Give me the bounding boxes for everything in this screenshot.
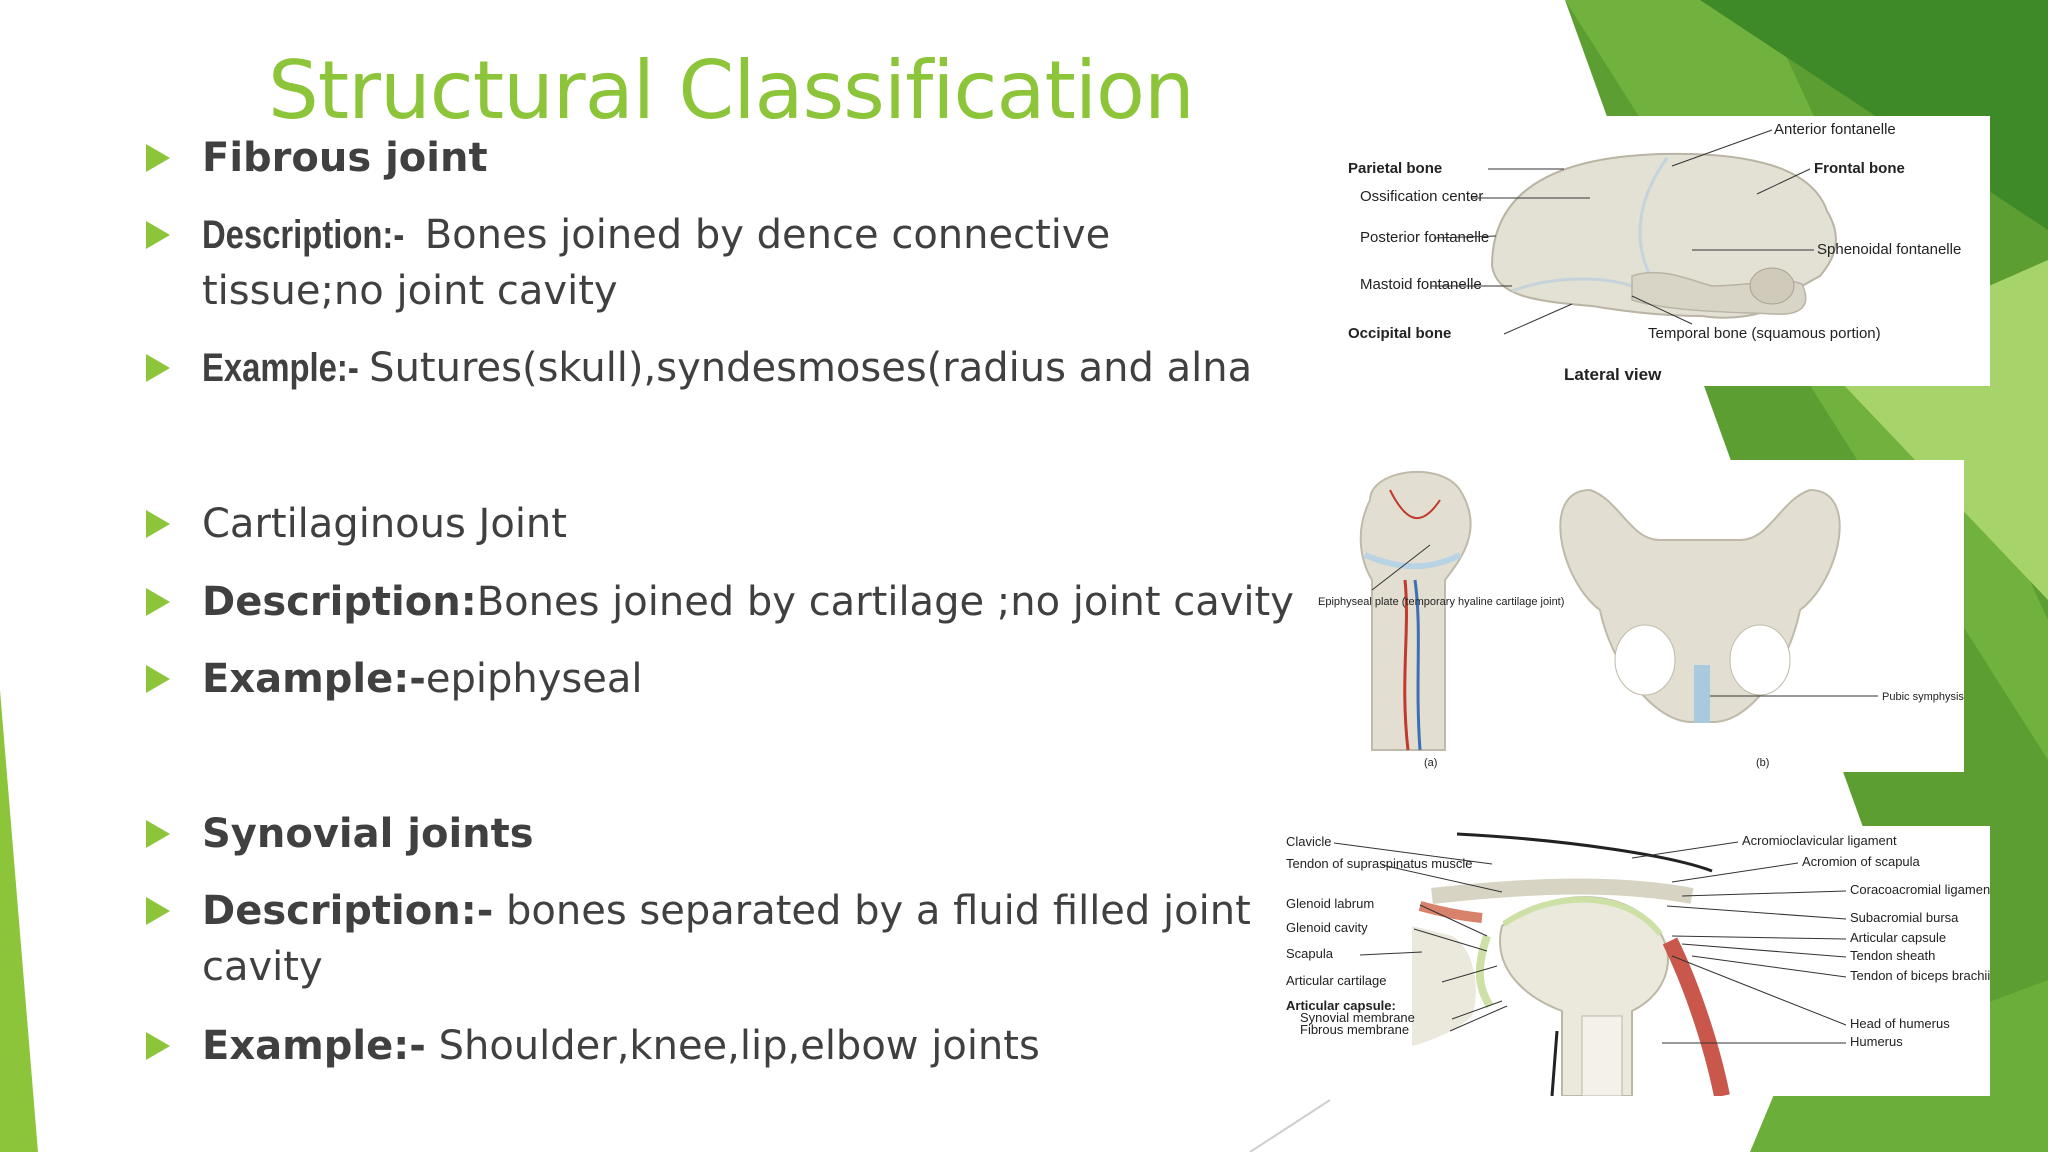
- label-supraspinatus: Tendon of supraspinatus muscle: [1286, 856, 1472, 871]
- example-label: Example:-: [202, 656, 426, 702]
- heading-cartilaginous: Cartilaginous Joint: [202, 501, 567, 547]
- skull-illustration: Anterior fontanelle Parietal bone Fronta…: [1348, 121, 1961, 384]
- label-sphenoidal-fontanelle: Sphenoidal fontanelle: [1817, 241, 1961, 258]
- bullet-synovial-example: Example:- Shoulder,knee,lip,elbow joints: [140, 1018, 1300, 1074]
- label-articular-cartilage: Articular cartilage: [1286, 973, 1386, 988]
- label-glenoid-labrum: Glenoid labrum: [1286, 896, 1374, 911]
- shoulder-figure: Clavicle Tendon of supraspinatus muscle …: [1272, 826, 1990, 1096]
- label-articular-capsule: Articular capsule: [1850, 930, 1946, 945]
- heading-fibrous: Fibrous joint: [202, 135, 488, 181]
- bullet-arrow-icon: [146, 221, 170, 249]
- label-anterior-fontanelle: Anterior fontanelle: [1774, 121, 1896, 138]
- label-acromion: Acromion of scapula: [1802, 854, 1921, 869]
- bullet-fibrous-example: Example:-Sutures(skull),syndesmoses(radi…: [140, 340, 1300, 396]
- label-scapula: Scapula: [1286, 946, 1334, 961]
- bullet-cartilaginous-description: Description:Bones joined by cartilage ;n…: [140, 574, 1300, 630]
- label-biceps-tendon: Tendon of biceps brachii muscles (long h…: [1850, 968, 1990, 983]
- label-articular-capsule-group: Articular capsule:: [1286, 998, 1396, 1013]
- label-humerus: Humerus: [1850, 1034, 1903, 1049]
- bullet-cartilaginous-heading: Cartilaginous Joint: [140, 496, 1300, 552]
- description-label: Description:-: [202, 888, 494, 934]
- label-ossification-center: Ossification center: [1360, 188, 1483, 205]
- caption-b: (b): [1756, 757, 1769, 769]
- bullet-arrow-icon: [146, 897, 170, 925]
- bullet-synovial-heading: Synovial joints: [140, 806, 1300, 862]
- description-label: Description:-: [202, 213, 405, 257]
- label-posterior-fontanelle: Posterior fontanelle: [1360, 229, 1489, 246]
- example-text: Shoulder,knee,lip,elbow joints: [425, 1023, 1040, 1069]
- bullet-arrow-icon: [146, 665, 170, 693]
- bullet-arrow-icon: [146, 510, 170, 538]
- label-tendon-sheath: Tendon sheath: [1850, 948, 1935, 963]
- label-epiphyseal-plate: Epiphyseal plate (temporary hyaline cart…: [1318, 596, 1564, 608]
- bullet-fibrous-description: Description:-Bones joined by dence conne…: [140, 207, 1300, 319]
- example-label: Example:-: [202, 346, 359, 390]
- slide-title: Structural Classification: [268, 44, 1195, 137]
- label-parietal-bone: Parietal bone: [1348, 160, 1442, 177]
- cartilage-illustration: Epiphyseal plate (temporary hyaline cart…: [1318, 470, 1964, 769]
- bullet-arrow-icon: [146, 820, 170, 848]
- label-subacromial-bursa: Subacromial bursa: [1850, 910, 1959, 925]
- bullet-fibrous-heading: Fibrous joint: [140, 130, 1300, 186]
- skull-figure: Anterior fontanelle Parietal bone Fronta…: [1332, 116, 1990, 386]
- left-green-sliver: [0, 690, 38, 1152]
- label-acromioclavicular: Acromioclavicular ligament: [1742, 833, 1897, 848]
- label-frontal-bone: Frontal bone: [1814, 160, 1905, 177]
- description-text: Bones joined by dence connective tissue;…: [202, 212, 1111, 314]
- shoulder-illustration: Clavicle Tendon of supraspinatus muscle …: [1286, 832, 1990, 1096]
- caption-lateral-view: Lateral view: [1564, 365, 1662, 384]
- label-fibrous-membrane: Fibrous membrane: [1300, 1022, 1409, 1037]
- description-text: bones separated by a fluid filled joint …: [202, 888, 1251, 990]
- label-glenoid-cavity: Glenoid cavity: [1286, 920, 1368, 935]
- label-occipital-bone: Occipital bone: [1348, 325, 1451, 342]
- bullet-arrow-icon: [146, 144, 170, 172]
- bullet-arrow-icon: [146, 588, 170, 616]
- bullet-arrow-icon: [146, 354, 170, 382]
- thin-line: [1249, 1099, 1331, 1152]
- label-clavicle: Clavicle: [1286, 834, 1332, 849]
- bullet-synovial-description: Description:- bones separated by a fluid…: [140, 883, 1300, 995]
- cartilage-figure: Epiphyseal plate (temporary hyaline cart…: [1310, 460, 1964, 772]
- label-coracoacromial: Coracoacromial ligament: [1850, 882, 1990, 897]
- example-text: epiphyseal: [425, 656, 643, 702]
- bullet-cartilaginous-example: Example:-epiphyseal: [140, 651, 1300, 707]
- label-pubic-symphysis: Pubic symphysis: [1882, 691, 1964, 703]
- example-label: Example:-: [202, 1023, 426, 1069]
- description-label: Description:: [202, 579, 477, 625]
- heading-synovial: Synovial joints: [202, 811, 534, 857]
- bullet-arrow-icon: [146, 1032, 170, 1060]
- label-mastoid-fontanelle: Mastoid fontanelle: [1360, 276, 1482, 293]
- description-text: Bones joined by cartilage ;no joint cavi…: [476, 579, 1294, 625]
- label-head-of-humerus: Head of humerus: [1850, 1016, 1950, 1031]
- label-temporal-bone: Temporal bone (squamous portion): [1648, 325, 1881, 342]
- label-synovial-membrane: Synovial membrane: [1300, 1010, 1415, 1025]
- example-text: Sutures(skull),syndesmoses(radius and al…: [369, 345, 1253, 391]
- caption-a: (a): [1424, 757, 1437, 769]
